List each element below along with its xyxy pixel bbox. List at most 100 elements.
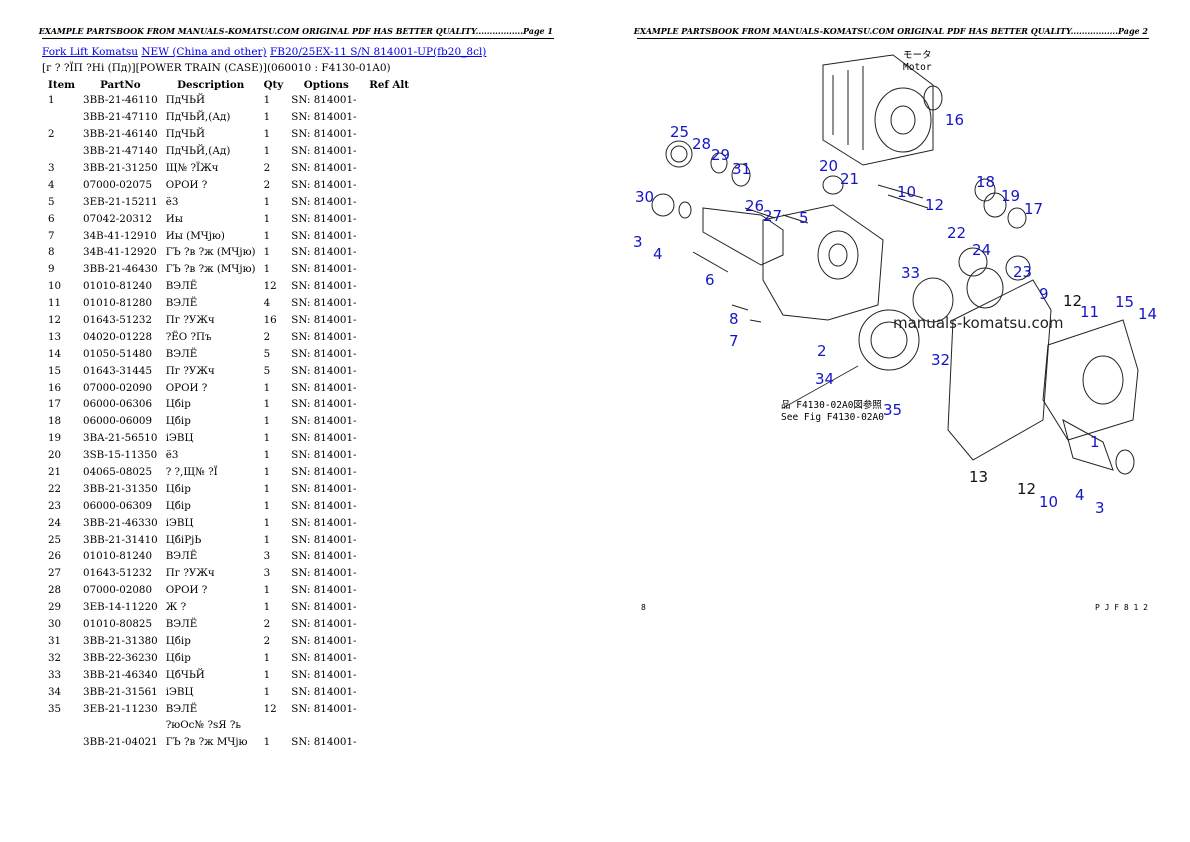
cell-description: ё3 — [165, 449, 179, 462]
cell-options: SN: 814001- — [291, 229, 357, 242]
cell-options: SN: 814001- — [291, 162, 357, 174]
callout-label: 20 — [819, 157, 838, 175]
cell-description: ЦбЧЬЙ — [165, 668, 205, 681]
cell-partno: 3EB-14-11220 — [83, 601, 158, 614]
cell-item: 24 — [48, 516, 62, 529]
callout-label: 18 — [976, 173, 995, 191]
cell-item: 5 — [48, 195, 55, 208]
cell-qty: 1 — [263, 651, 271, 664]
cell-ref-alt — [365, 565, 413, 582]
callout-label: 12 — [1063, 292, 1082, 310]
cell-ref-alt — [365, 109, 413, 126]
callout-label: 12 — [1017, 480, 1036, 498]
cell-ref-alt — [365, 143, 413, 160]
cell-item: 28 — [48, 584, 62, 597]
callout-label: 35 — [883, 401, 902, 419]
cell-item: 22 — [48, 482, 62, 495]
cell-qty: 1 — [263, 111, 271, 124]
breadcrumb-link-model[interactable]: FB20/25EX-11 S/N 814001-UP(fb20_8cl) — [270, 46, 487, 58]
breadcrumb-link-region[interactable]: NEW (China and other) — [141, 46, 267, 58]
cell-item: 35 — [48, 702, 62, 715]
cell-ref-alt — [365, 295, 413, 312]
cell-partno: 07000-02075 — [83, 178, 153, 191]
cell-partno: 07000-02090 — [83, 381, 153, 394]
cell-partno: 01010-81240 — [83, 280, 153, 293]
motor-label-en: Motor — [903, 62, 932, 73]
callout-label: 15 — [1115, 293, 1134, 311]
cell-options: SN: 814001- — [291, 398, 357, 411]
cell-item: 1 — [48, 94, 55, 107]
cell-ref-alt — [365, 210, 413, 227]
cell-item — [44, 717, 79, 734]
callout-label: 14 — [1138, 305, 1157, 323]
cell-options: SN: 814001- — [291, 533, 357, 546]
cell-description: ВЭЛЁ — [165, 347, 198, 360]
cell-qty: 1 — [263, 736, 271, 749]
cell-ref-alt — [365, 413, 413, 430]
section-title: [г ? ?ЇП ?Hi (Пд)][POWER TRAIN (CASE)](0… — [42, 62, 391, 74]
cell-options: SN: 814001- — [291, 212, 357, 225]
cell-description: Цбiр — [165, 651, 191, 664]
cell-item: 21 — [48, 466, 62, 479]
cell-partno: 01010-81280 — [83, 297, 153, 310]
cell-options: SN: 814001- — [291, 145, 357, 158]
cell-partno: 3BB-21-46330 — [83, 516, 158, 529]
cell-description: ОРОИ ? — [165, 178, 208, 191]
cell-qty: 1 — [263, 263, 271, 276]
cell-partno: 01010-80825 — [83, 618, 153, 631]
cell-partno — [79, 717, 162, 734]
cell-description: ПдЧЬЙ,(Ад) — [165, 145, 231, 158]
cell-qty: 1 — [263, 246, 271, 259]
cell-qty: 2 — [263, 618, 271, 631]
cell-ref-alt — [365, 514, 413, 531]
parts-page-1: EXAMPLE PARTSBOOK FROM MANUALS-KOMATSU.C… — [39, 26, 554, 751]
cell-qty — [260, 717, 288, 734]
cell-options: SN: 814001- — [291, 347, 357, 360]
cell-description: ОРОИ ? — [165, 381, 208, 394]
cell-ref-alt — [365, 396, 413, 413]
cell-options: SN: 814001- — [291, 651, 357, 664]
cell-partno: 04020-01228 — [83, 330, 153, 343]
cell-partno: 3BB-21-31561 — [83, 685, 158, 698]
cell-partno: 07042-20312 — [83, 212, 153, 225]
callout-label: 33 — [901, 264, 920, 282]
cell-options: SN: 814001- — [291, 618, 357, 631]
cell-ref-alt — [365, 700, 413, 717]
cell-item: 33 — [48, 668, 62, 681]
breadcrumb-link-category[interactable]: Fork Lift Komatsu — [42, 46, 138, 58]
cell-ref-alt — [365, 531, 413, 548]
cell-ref-alt — [365, 362, 413, 379]
cell-qty: 1 — [263, 381, 271, 394]
cell-description: iЭВЦ — [165, 516, 194, 529]
cell-description: iЭВЦ — [165, 685, 194, 698]
callout-label: 5 — [799, 209, 809, 227]
cell-description: ВЭЛЁ — [165, 280, 198, 293]
cell-item: 11 — [48, 297, 62, 310]
cell-description: Цбiр — [165, 415, 191, 428]
cell-qty: 2 — [263, 634, 271, 647]
cell-partno: 07000-02080 — [83, 584, 153, 597]
callout-label: 17 — [1024, 200, 1043, 218]
cell-item: 26 — [48, 550, 62, 563]
cell-options: SN: 814001- — [291, 415, 357, 428]
cell-partno: 3BB-21-47110 — [83, 111, 158, 124]
cell-partno: 34B-41-12910 — [83, 229, 157, 242]
cell-description: ОРОИ ? — [165, 584, 208, 597]
cell-description: Иы (МЧјю) — [165, 229, 225, 242]
cell-item: 8 — [48, 246, 55, 259]
callout-label: 3 — [1095, 499, 1105, 517]
footer-left: 8 — [641, 603, 646, 612]
